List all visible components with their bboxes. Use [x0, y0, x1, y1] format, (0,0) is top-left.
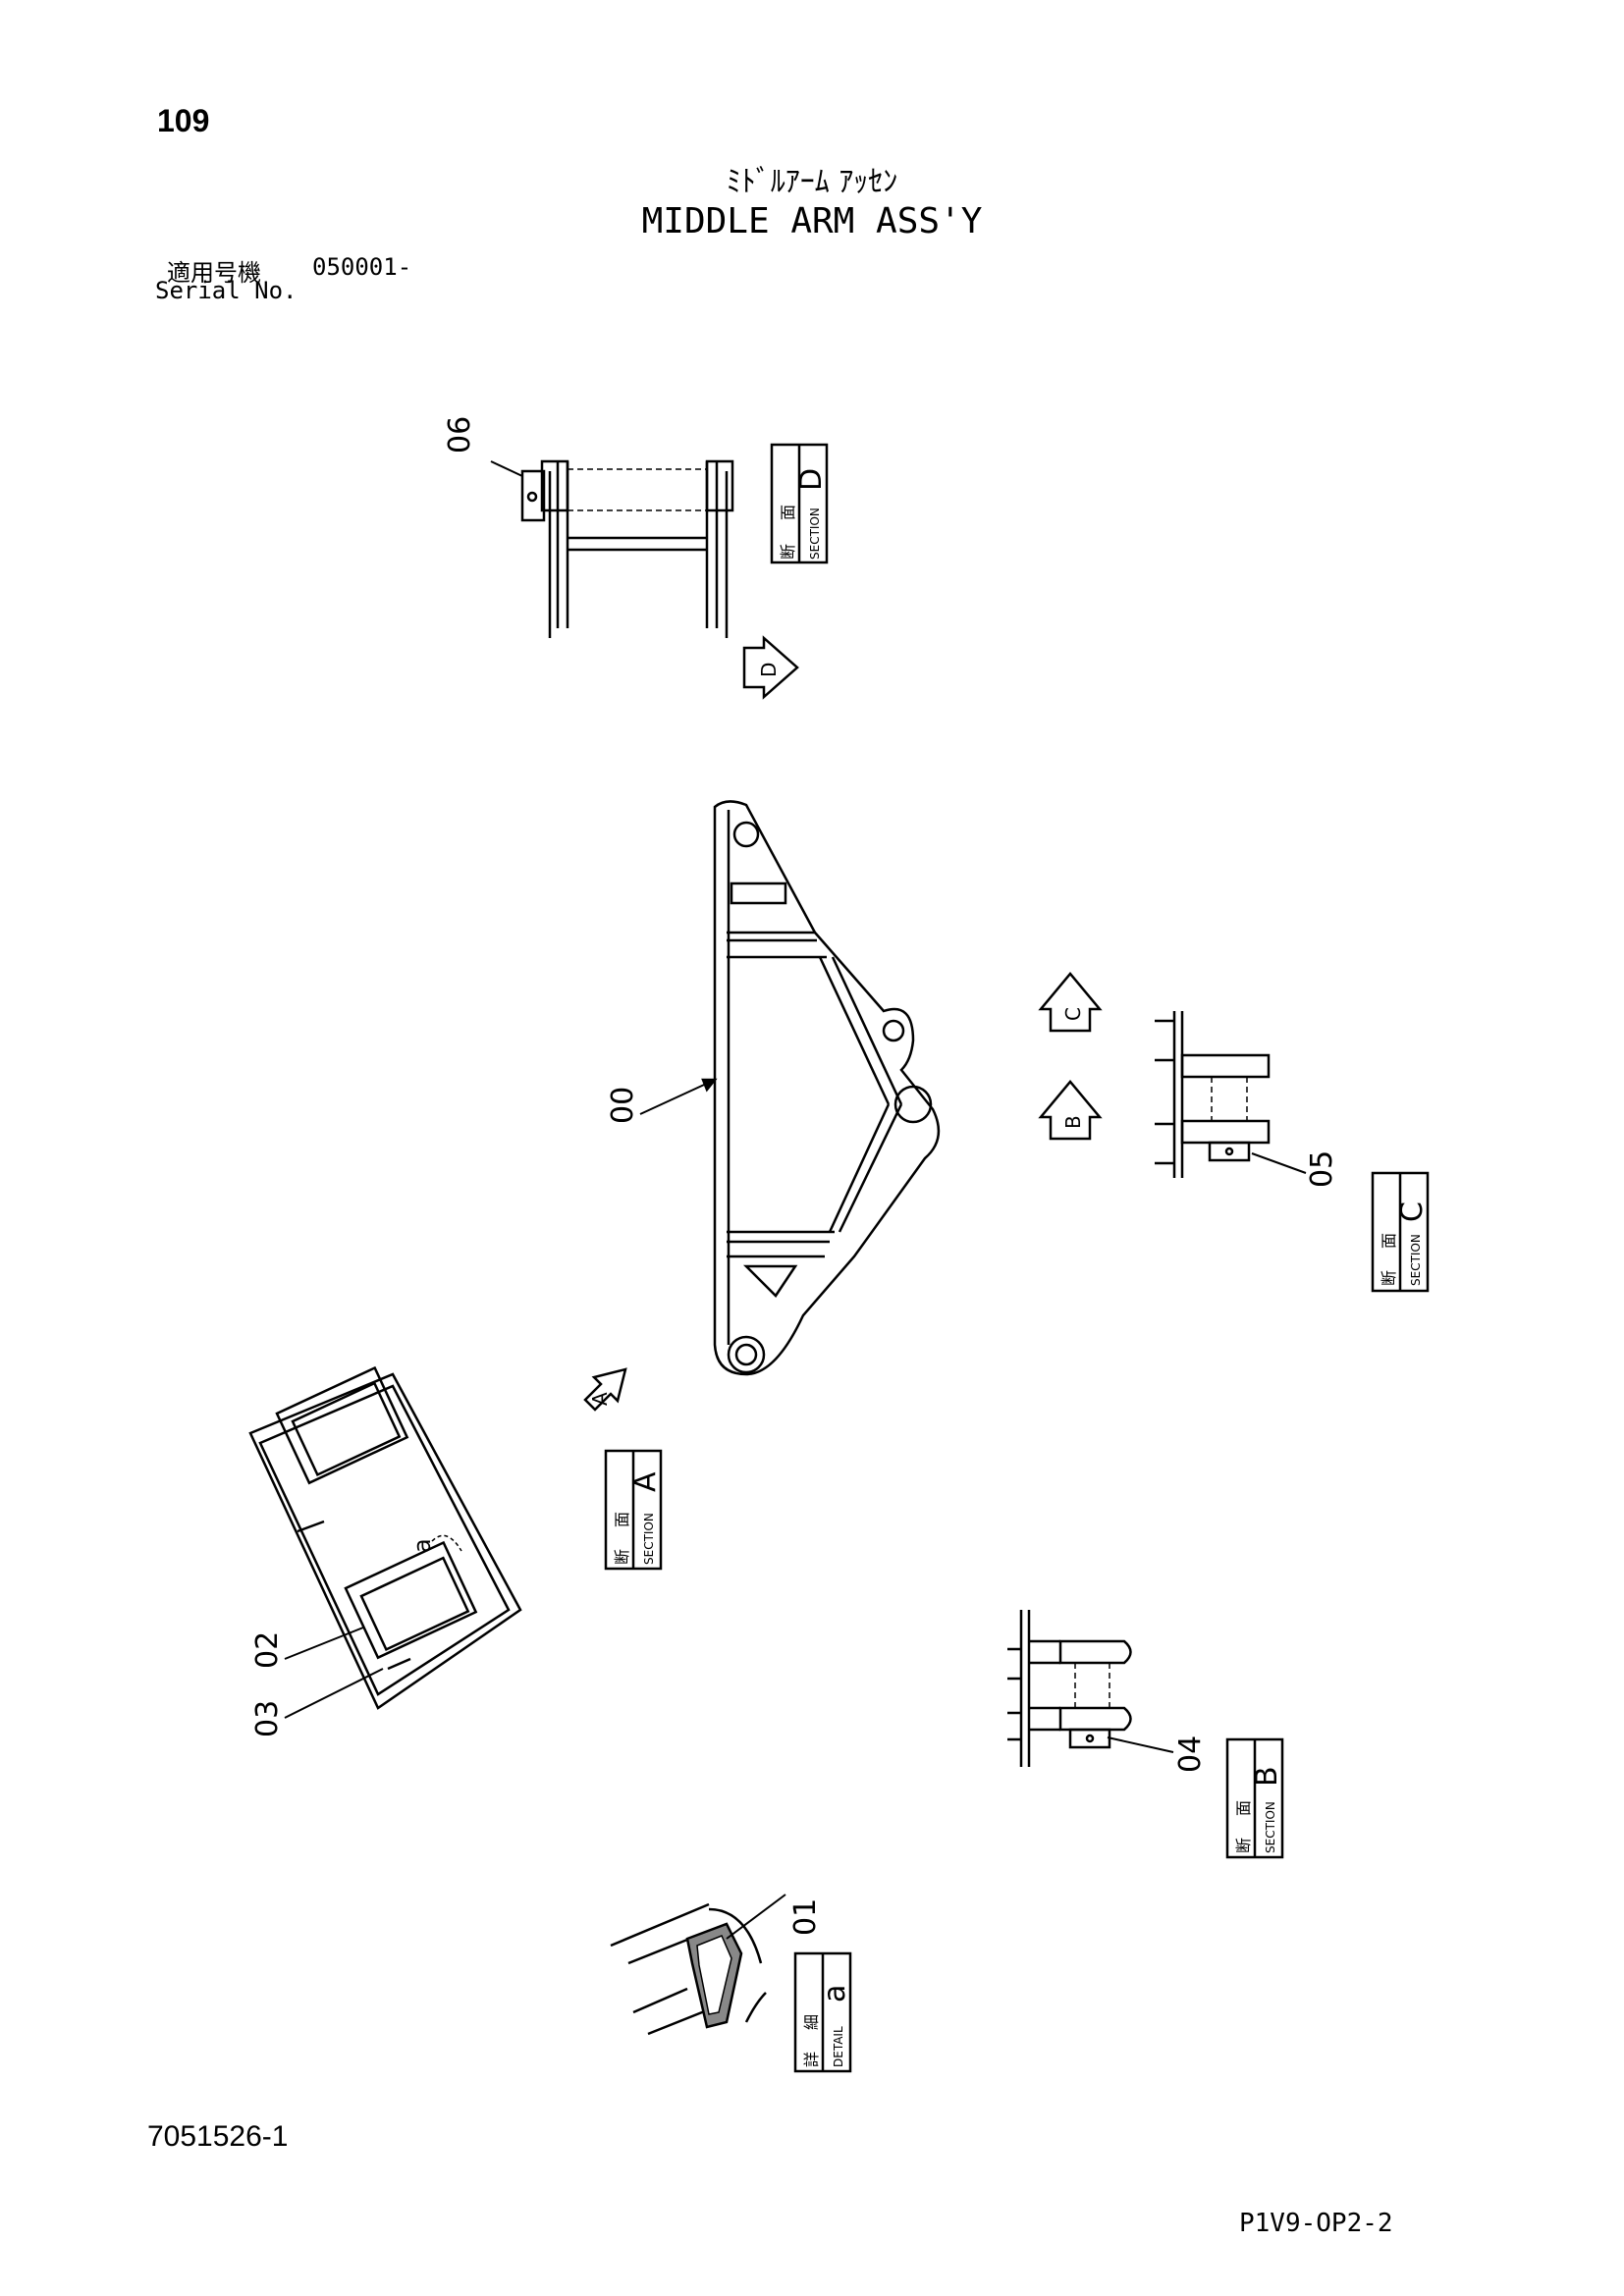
svg-text:DETAIL: DETAIL — [832, 2026, 845, 2067]
serial-label-english: Serial No. — [155, 277, 298, 304]
middle-arm-drawing — [639, 800, 941, 1376]
svg-text:D: D — [794, 468, 829, 491]
svg-text:面: 面 — [779, 505, 797, 520]
section-c-arrow: C — [1038, 972, 1103, 1033]
section-a-drawing — [248, 1365, 522, 1719]
part-label-02: 02 — [250, 1631, 285, 1669]
section-d-arrow: D — [742, 635, 799, 700]
section-a-arrow: A — [583, 1367, 627, 1412]
svg-text:a: a — [818, 1985, 852, 2002]
svg-text:SECTION: SECTION — [1409, 1234, 1423, 1286]
svg-text:D: D — [757, 663, 781, 677]
section-d-box: D 断 面 SECTION — [770, 443, 829, 564]
svg-text:C: C — [1395, 1201, 1430, 1222]
detail-a-drawing — [610, 1894, 786, 2036]
section-b-box: B 断 面 SECTION — [1225, 1737, 1284, 1859]
svg-text:B: B — [1061, 1115, 1085, 1129]
svg-text:断: 断 — [779, 544, 797, 560]
section-c-box: C 断 面 SECTION — [1371, 1171, 1430, 1293]
serial-value: 050001- — [312, 253, 412, 281]
title-english: MIDDLE ARM ASS'Y — [641, 201, 983, 241]
svg-text:面: 面 — [613, 1512, 631, 1527]
part-label-04: 04 — [1173, 1735, 1208, 1773]
svg-text:断: 断 — [1380, 1270, 1398, 1286]
detail-a-box: a 詳 細 DETAIL — [793, 1951, 852, 2073]
part-label-01: 01 — [788, 1898, 823, 1936]
svg-text:断: 断 — [613, 1549, 631, 1565]
title-japanese: ﾐﾄﾞﾙｱｰﾑ ｱｯｾﾝ — [726, 165, 898, 199]
svg-text:A: A — [588, 1392, 612, 1406]
page-code: P1V9-OP2-2 — [1239, 2209, 1393, 2238]
section-c-drawing — [1155, 1011, 1307, 1178]
svg-text:詳: 詳 — [802, 2052, 821, 2067]
svg-text:SECTION: SECTION — [1264, 1801, 1277, 1853]
svg-text:SECTION: SECTION — [642, 1513, 656, 1565]
svg-text:B: B — [1250, 1766, 1284, 1787]
serial-label-japanese: 適用号機 — [167, 259, 261, 287]
part-label-06: 06 — [443, 416, 477, 454]
svg-text:細: 細 — [802, 2014, 821, 2030]
part-label-05: 05 — [1305, 1150, 1339, 1188]
section-a-box: A 断 面 SECTION — [604, 1449, 663, 1571]
svg-text:A: A — [628, 1471, 663, 1492]
section-d-drawing — [490, 459, 734, 638]
part-label-00: 00 — [606, 1087, 640, 1124]
page-number: 109 — [157, 103, 210, 138]
svg-text:断: 断 — [1234, 1838, 1253, 1853]
section-b-drawing — [1007, 1610, 1174, 1767]
section-b-arrow: B — [1038, 1080, 1103, 1141]
detail-a-marker: a — [408, 1538, 436, 1553]
svg-text:面: 面 — [1380, 1233, 1398, 1249]
svg-text:SECTION: SECTION — [808, 507, 822, 560]
part-label-03: 03 — [250, 1700, 285, 1737]
drawing-number: 7051526-1 — [147, 2120, 289, 2153]
svg-text:面: 面 — [1234, 1800, 1253, 1816]
svg-text:C: C — [1061, 1007, 1085, 1021]
